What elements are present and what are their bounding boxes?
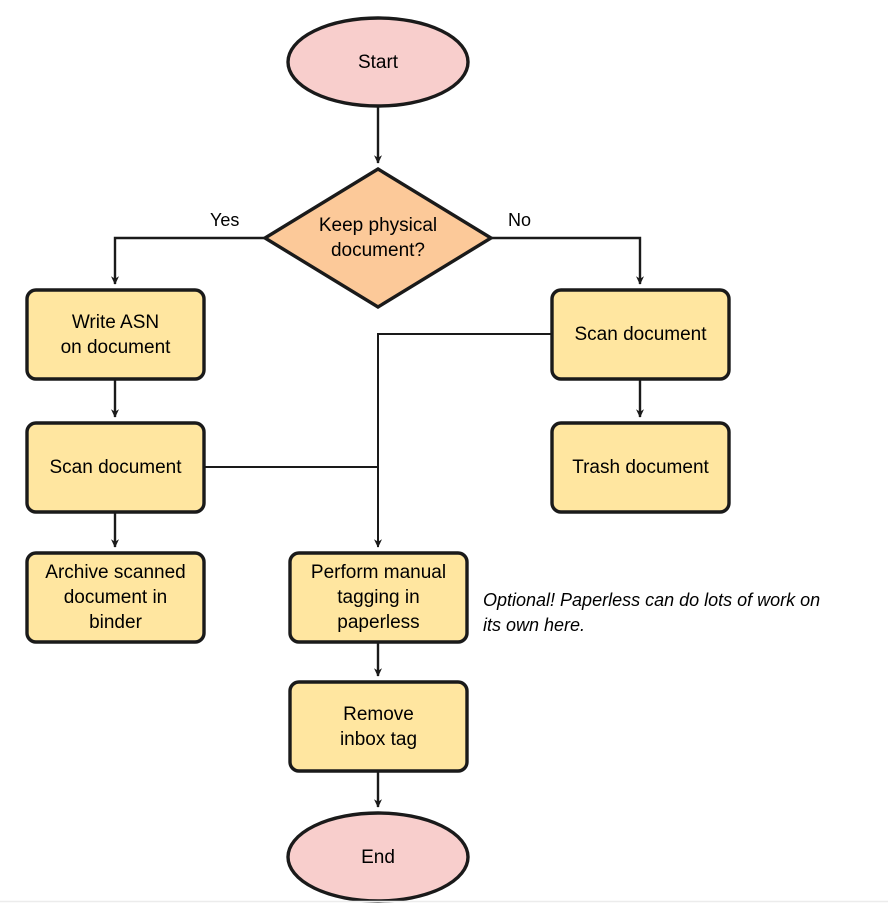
end-node-hitarea[interactable] bbox=[288, 813, 468, 901]
node-trash-document[interactable] bbox=[550, 421, 731, 514]
edge-scan-right-to-tagging bbox=[374, 333, 552, 548]
edge-decision-to-write-asn bbox=[111, 236, 265, 285]
node-write-asn-on-document[interactable] bbox=[25, 288, 206, 381]
edge-label-no: No bbox=[508, 210, 532, 230]
node-perform-manual-tagging-in-paperless[interactable] bbox=[288, 551, 469, 644]
node-archive-scanned-document-in-binder[interactable] bbox=[25, 551, 206, 644]
scan-document-right-node-hitarea[interactable] bbox=[552, 290, 729, 379]
node-layer bbox=[25, 16, 731, 903]
write-asn-on-document-node-hitarea[interactable] bbox=[27, 290, 204, 379]
edge-layer bbox=[111, 106, 644, 808]
archive-scanned-document-in-binder-node-hitarea[interactable] bbox=[27, 553, 204, 642]
node-scan-document-left[interactable] bbox=[25, 421, 206, 514]
optional-note-text: Optional! Paperless can do lots of work … bbox=[483, 590, 821, 635]
edge-decision-to-scan-right bbox=[491, 236, 644, 285]
node-scan-document-right[interactable] bbox=[550, 288, 731, 381]
trash-document-node-hitarea[interactable] bbox=[552, 423, 729, 512]
start-node-hitarea[interactable] bbox=[288, 18, 468, 106]
perform-manual-tagging-in-paperless-node-hitarea[interactable] bbox=[290, 553, 467, 642]
edge-label-yes: Yes bbox=[210, 210, 240, 230]
scan-document-left-node-hitarea[interactable] bbox=[27, 423, 204, 512]
node-keep-physical-document[interactable] bbox=[261, 167, 495, 309]
node-start[interactable] bbox=[286, 16, 470, 108]
node-remove-inbox-tag[interactable] bbox=[288, 680, 469, 773]
remove-inbox-tag-node-hitarea[interactable] bbox=[290, 682, 467, 771]
keep-physical-document-node-hitarea[interactable] bbox=[265, 169, 491, 307]
